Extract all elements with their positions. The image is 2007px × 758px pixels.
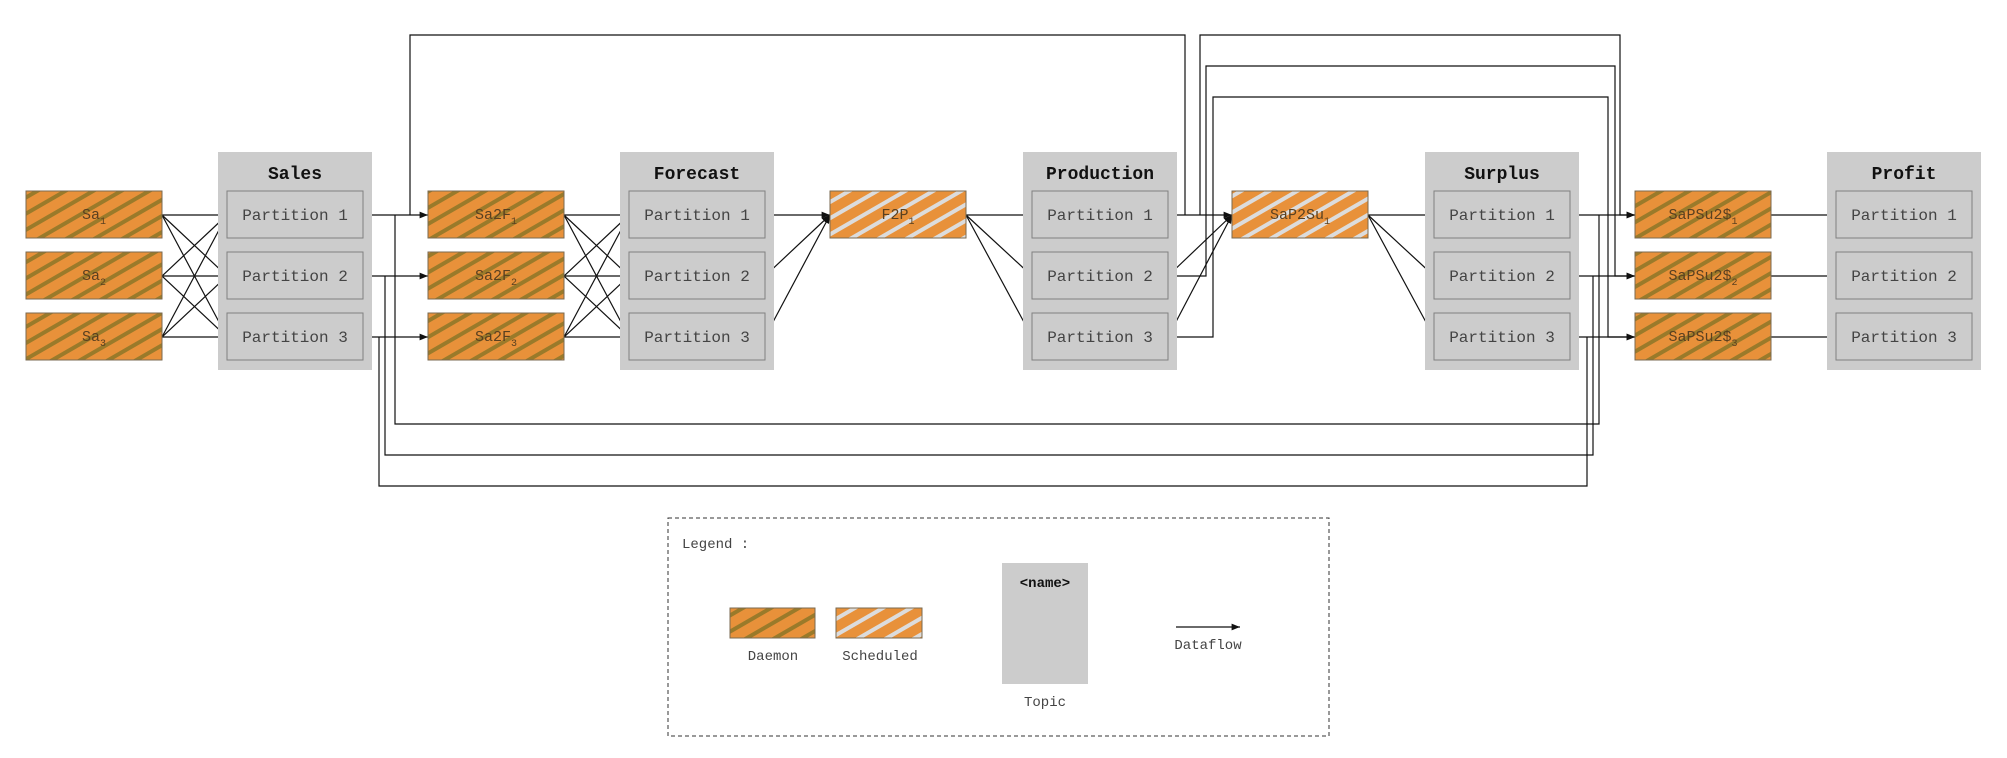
topic-forecast: Forecast Partition 1 Partition 2 Partiti… (620, 152, 774, 370)
process-daemon-sa2f3[interactable]: Sa2F3 (427, 312, 565, 361)
legend-daemon-label: Daemon (748, 649, 798, 665)
dataflow-sa2f-to-forecast (563, 275, 630, 338)
partition[interactable]: Partition 2 (1031, 251, 1169, 300)
process-scheduled-f2p1[interactable]: F2P1 (829, 190, 967, 239)
process-label: SaPSu2$2 (1668, 268, 1737, 289)
dataflow-sales-to-sapsu2 (394, 215, 1600, 425)
legend-scheduled-label: Scheduled (842, 649, 918, 665)
partition-label: Partition 2 (242, 268, 348, 286)
process-scheduled-sap2su1[interactable]: SaP2Su1 (1231, 190, 1369, 239)
process-daemon-sa1[interactable]: Sa1 (25, 190, 163, 239)
process-label: Sa1 (82, 207, 106, 228)
partition-label: Partition 3 (1449, 329, 1555, 347)
topic-title: Sales (268, 165, 322, 185)
partition[interactable]: Partition 3 (1835, 312, 1973, 361)
process-label: F2P1 (881, 207, 914, 228)
legend-daemon-swatch (729, 607, 816, 639)
process-label: SaP2Su1 (1270, 207, 1330, 228)
partition-label: Partition 2 (1851, 268, 1957, 286)
partition[interactable]: Partition 1 (1835, 190, 1973, 239)
process-label: Sa2F3 (475, 329, 517, 350)
partition[interactable]: Partition 1 (226, 190, 364, 239)
partition-label: Partition 3 (1047, 329, 1153, 347)
partition[interactable]: Partition 3 (628, 312, 766, 361)
process-daemon-sa3[interactable]: Sa3 (25, 312, 163, 361)
legend-scheduled-swatch (835, 607, 923, 639)
partition-label: Partition 1 (1047, 207, 1153, 225)
dataflow-sa-to-sales (161, 214, 228, 338)
partition-label: Partition 1 (242, 207, 348, 225)
partition-label: Partition 1 (644, 207, 750, 225)
process-label: Sa2F2 (475, 268, 517, 289)
process-label: Sa2F1 (475, 207, 517, 228)
dataflow-sap2su-to-surplus (1367, 214, 1435, 277)
dataflow-production-to-sapsu2 (1199, 34, 1635, 219)
topic-profit: Profit Partition 1 Partition 2 Partition… (1827, 152, 1981, 370)
partition-label: Partition 3 (644, 329, 750, 347)
partition[interactable]: Partition 2 (226, 251, 364, 300)
process-daemon-sa2f1[interactable]: Sa2F1 (427, 190, 565, 239)
dataflow-sales-to-sap2su (409, 34, 1186, 215)
legend: Legend : Daemon Scheduled <name> Topic D… (667, 517, 1330, 737)
dataflow-forecast-to-f2p (764, 214, 831, 338)
topic-sales: Sales Partition 1 Partition 2 Partition … (218, 152, 372, 370)
partition[interactable]: Partition 2 (628, 251, 766, 300)
process-daemon-sa2f2[interactable]: Sa2F2 (427, 251, 565, 300)
partition-label: Partition 2 (1047, 268, 1153, 286)
partition[interactable]: Partition 1 (1433, 190, 1571, 239)
topic-production: Production Partition 1 Partition 2 Parti… (1023, 152, 1177, 370)
process-daemon-sapsu2d2[interactable]: SaPSu2$2 (1634, 251, 1772, 300)
dataflow-sap2su-to-surplus (1367, 214, 1435, 338)
legend-topic-label: Topic (1024, 695, 1066, 711)
topic-title: Production (1046, 165, 1154, 185)
topic-surplus: Surplus Partition 1 Partition 2 Partitio… (1425, 152, 1579, 370)
dataflow-sa-to-sales (161, 275, 228, 338)
dataflow-sa-to-sales (161, 214, 228, 277)
process-label: Sa3 (82, 329, 106, 350)
process-daemon-sapsu2d3[interactable]: SaPSu2$3 (1634, 312, 1772, 361)
partition-label: Partition 1 (1851, 207, 1957, 225)
legend-frame (667, 517, 1330, 737)
process-label: SaPSu2$3 (1668, 329, 1737, 350)
partition[interactable]: Partition 3 (1433, 312, 1571, 361)
dataflow-production-to-sap2su (1167, 214, 1233, 277)
process-daemon-sa2[interactable]: Sa2 (25, 251, 163, 300)
partition-label: Partition 1 (1449, 207, 1555, 225)
partition[interactable]: Partition 1 (628, 190, 766, 239)
legend-dataflow-label: Dataflow (1174, 638, 1242, 654)
partition-label: Partition 2 (644, 268, 750, 286)
partition-label: Partition 3 (242, 329, 348, 347)
dataflow-lines (161, 34, 1836, 487)
legend-title: Legend : (682, 537, 749, 553)
legend-topic-swatch (1002, 563, 1088, 684)
legend-topic-name: <name> (1020, 576, 1070, 592)
topic-title: Forecast (654, 165, 740, 185)
partition[interactable]: Partition 2 (1835, 251, 1973, 300)
partition[interactable]: Partition 2 (1433, 251, 1571, 300)
dataflow-sales-to-sapsu2 (384, 276, 1594, 456)
dataflow-production-to-sapsu2 (1168, 65, 1635, 280)
partition[interactable]: Partition 3 (1031, 312, 1169, 361)
partition-label: Partition 3 (1851, 329, 1957, 347)
process-daemon-sapsu2d1[interactable]: SaPSu2$1 (1634, 190, 1772, 239)
topic-title: Profit (1872, 165, 1937, 185)
dataflow-f2p-to-production (965, 214, 1033, 277)
dataflow-sa2f-to-forecast (563, 214, 630, 338)
dataflow-sa2f-to-forecast (563, 214, 630, 277)
partition-label: Partition 2 (1449, 268, 1555, 286)
process-label: SaPSu2$1 (1668, 207, 1737, 228)
partition[interactable]: Partition 1 (1031, 190, 1169, 239)
dataflow-f2p-to-production (965, 214, 1033, 338)
process-label: Sa2 (82, 268, 106, 289)
dataflow-forecast-to-f2p (764, 214, 831, 277)
topic-title: Surplus (1464, 165, 1540, 185)
dataflow-production-to-sapsu2 (1168, 96, 1635, 341)
partition[interactable]: Partition 3 (226, 312, 364, 361)
dataflow-sales-to-sapsu2 (378, 337, 1588, 487)
